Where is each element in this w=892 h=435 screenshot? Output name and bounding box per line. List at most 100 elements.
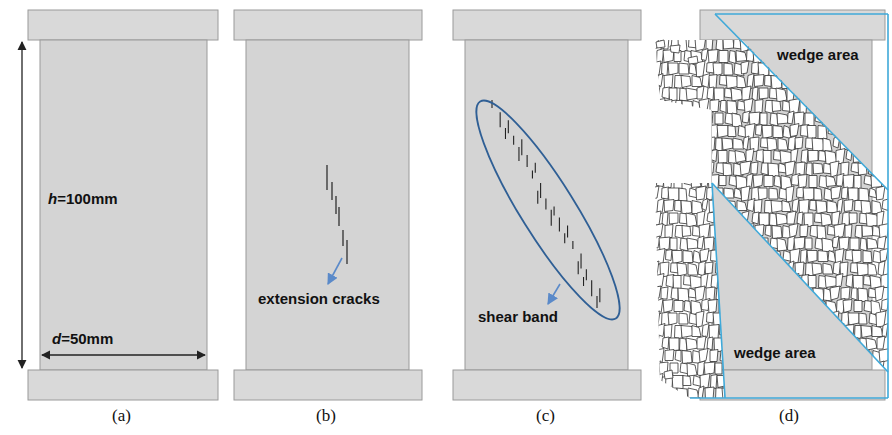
rock-fragment xyxy=(684,151,692,163)
rock-fragment xyxy=(853,401,861,413)
rock-fragment xyxy=(687,363,697,376)
rock-fragment xyxy=(734,313,743,326)
rock-fragment xyxy=(760,363,769,375)
rock-fragment xyxy=(826,176,836,187)
rock-fragment xyxy=(666,125,675,138)
rock-fragment xyxy=(878,236,887,249)
rock-fragment xyxy=(672,126,681,141)
rock-fragment xyxy=(656,399,665,414)
rock-fragment xyxy=(878,111,886,126)
crack-stroke xyxy=(532,171,533,179)
rock-fragment xyxy=(704,112,713,125)
rock-fragment xyxy=(862,226,873,237)
rock-fragment xyxy=(803,188,814,201)
rock-fragment xyxy=(762,376,771,389)
rock-fragment xyxy=(762,251,773,266)
rock-fragment xyxy=(677,388,688,403)
rock-fragment xyxy=(750,262,760,275)
rock-fragment xyxy=(861,201,871,215)
rock-fragment xyxy=(873,376,881,387)
rock-fragment xyxy=(698,386,704,399)
rock-fragment xyxy=(660,137,668,150)
rock-fragment xyxy=(788,361,797,374)
panel-caption: (c) xyxy=(536,406,555,426)
rock-fragment xyxy=(717,251,726,265)
rock-fragment xyxy=(816,201,827,214)
rock-fragment xyxy=(664,200,674,212)
rock-fragment xyxy=(813,288,824,301)
rock-fragment xyxy=(801,250,808,264)
rock-fragment xyxy=(753,300,764,315)
rock-fragment xyxy=(738,251,748,261)
rock-fragment xyxy=(776,88,787,102)
rock-fragment xyxy=(846,125,854,138)
rock-fragment xyxy=(674,176,682,189)
rock-fragment xyxy=(728,126,736,137)
rock-fragment xyxy=(787,211,796,224)
rock-fragment xyxy=(850,363,857,373)
rock-fragment xyxy=(651,186,659,199)
rock-fragment xyxy=(725,363,733,375)
rock-fragment xyxy=(669,213,678,224)
rock-fragment xyxy=(731,88,743,101)
rock-fragment xyxy=(708,50,718,64)
rock-fragment xyxy=(855,76,863,89)
rock-fragment xyxy=(756,250,764,263)
rock-fragment xyxy=(735,401,748,413)
rock-fragment xyxy=(875,286,884,301)
rock-fragment xyxy=(857,138,868,153)
rock-fragment xyxy=(805,363,813,376)
panel-b xyxy=(234,10,422,400)
rock-fragment xyxy=(878,136,884,149)
rock-fragment xyxy=(810,326,818,338)
rock-fragment xyxy=(776,213,788,225)
rock-fragment xyxy=(779,313,787,323)
rock-fragment xyxy=(769,313,779,326)
rock-fragment xyxy=(687,113,698,126)
crack-stroke xyxy=(596,296,597,308)
rock-fragment xyxy=(746,274,755,289)
rock-fragment xyxy=(842,87,849,99)
rock-fragment xyxy=(864,401,873,413)
rock-fragment xyxy=(728,376,738,387)
rock-fragment xyxy=(823,263,833,274)
rock-fragment xyxy=(797,62,804,75)
region-label: wedge area xyxy=(775,46,861,63)
rock-fragment xyxy=(857,263,869,276)
rock-fragment xyxy=(679,313,688,324)
rock-fragment xyxy=(818,376,826,389)
rock-fragment xyxy=(683,251,693,263)
rock-fragment xyxy=(816,76,826,91)
rock-fragment xyxy=(801,400,807,414)
rock-fragment xyxy=(700,249,709,262)
rock-fragment xyxy=(867,363,879,376)
rock-fragment xyxy=(652,211,661,225)
rock-fragment xyxy=(785,286,796,303)
rock-fragment xyxy=(698,111,707,126)
rock-fragment xyxy=(715,113,723,124)
rock-fragment xyxy=(790,124,799,137)
rock-fragment xyxy=(679,188,687,201)
rock-fragment xyxy=(749,237,758,253)
rock-fragment xyxy=(706,287,715,300)
rock-fragment xyxy=(851,138,858,150)
rock-fragment xyxy=(735,276,747,290)
rock-fragment xyxy=(729,401,738,414)
crack-stroke xyxy=(554,206,555,215)
rock-fragment xyxy=(781,301,793,313)
rock-fragment xyxy=(723,288,733,299)
rock-fragment xyxy=(763,276,772,288)
rock-fragment xyxy=(774,176,781,188)
rock-fragment xyxy=(854,176,861,189)
rock-fragment xyxy=(720,201,729,213)
rock-fragment xyxy=(751,162,758,174)
rock-fragment xyxy=(756,125,763,136)
rock-fragment xyxy=(864,51,871,63)
crack-stroke xyxy=(513,136,514,145)
rock-fragment xyxy=(798,300,808,316)
rock-fragment xyxy=(653,386,660,398)
rock-fragment xyxy=(845,350,853,361)
rock-fragment xyxy=(668,63,678,75)
rock-fragment xyxy=(747,324,753,339)
